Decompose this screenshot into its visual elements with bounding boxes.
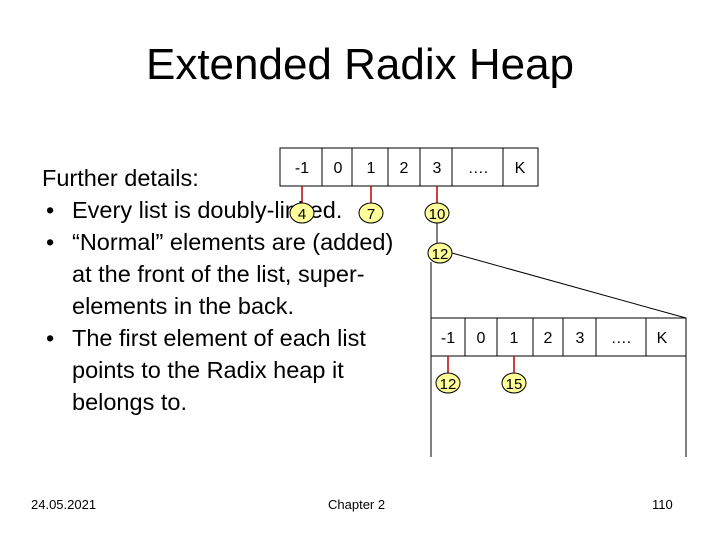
node-4: 4 [289, 202, 315, 224]
outer-bucket-array: -1 0 1 2 3 …. K [279, 147, 539, 187]
bullet-normal-elements: “Normal” elements are (added) at the fro… [42, 226, 412, 322]
footer-page-number: 110 [652, 497, 673, 512]
node-7: 7 [358, 202, 384, 224]
bullet-first-element: The first element of each list points to… [42, 322, 412, 418]
triangle-top-edge [451, 252, 687, 319]
outer-bucket-label: …. [468, 160, 488, 177]
node-label: 15 [506, 376, 523, 393]
inner-bucket-label: …. [611, 330, 631, 347]
inner-bucket-label: 1 [510, 330, 519, 347]
outer-bucket-array-frame [279, 147, 539, 187]
outer-bucket-label: K [515, 160, 526, 177]
inner-bucket-label: -1 [441, 330, 455, 347]
footer-date: 24.05.2021 [31, 497, 97, 512]
inner-node-15: 15 [501, 372, 527, 394]
details-text: Further details: Every list is doubly-li… [42, 162, 412, 418]
inner-bucket-label: 2 [544, 330, 553, 347]
inner-bucket-array-frame [430, 317, 687, 357]
node-label: 7 [367, 206, 375, 223]
outer-bucket-label: 0 [334, 160, 343, 177]
outer-bucket-label: 2 [400, 160, 409, 177]
inner-heap-nodes: 12 15 [435, 372, 527, 394]
inner-bucket-connectors [447, 356, 515, 373]
inner-bucket-label: 0 [477, 330, 486, 347]
node-10: 10 [424, 202, 450, 224]
outer-bucket-label: 1 [367, 160, 376, 177]
node-12-super-element: 12 [427, 242, 453, 264]
node-label: 12 [432, 246, 449, 263]
outer-bucket-label: -1 [295, 160, 309, 177]
inner-node-12: 12 [435, 372, 461, 394]
node-label: 4 [298, 206, 306, 223]
node-label: 12 [440, 376, 457, 393]
node-label: 10 [429, 206, 446, 223]
inner-bucket-label: K [657, 330, 668, 347]
slide-title: Extended Radix Heap [145, 40, 575, 89]
inner-bucket-label: 3 [576, 330, 585, 347]
details-bullet-list: Every list is doubly-linked. “Normal” el… [42, 194, 412, 418]
outer-bucket-label: 3 [433, 160, 442, 177]
outer-heap-nodes: 4 7 10 12 [289, 202, 453, 264]
inner-bucket-array: -1 0 1 2 3 …. K [430, 317, 687, 357]
details-heading: Further details: [42, 165, 199, 191]
footer-chapter: Chapter 2 [328, 497, 386, 512]
outer-bucket-connectors [301, 186, 438, 203]
